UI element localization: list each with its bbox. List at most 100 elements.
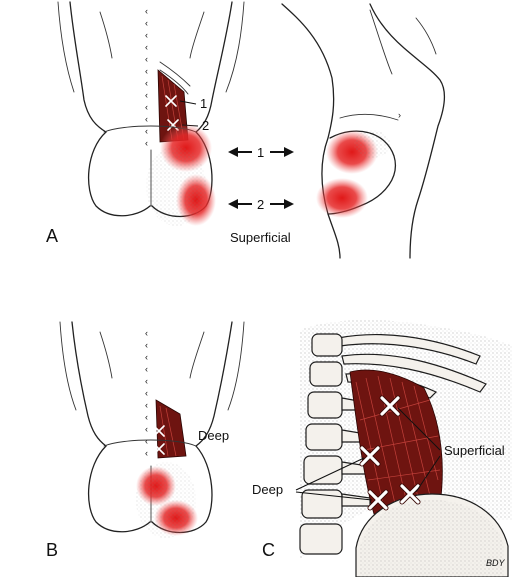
- label-deep-c: Deep: [252, 482, 283, 497]
- arrow-label-1: 1: [257, 145, 264, 160]
- arrow-label-2: 2: [257, 197, 264, 212]
- side-outline-back: [281, 3, 341, 259]
- vertebra-3: [307, 391, 343, 419]
- label-superficial-c: Superficial: [444, 443, 505, 458]
- panel-a-side-view: ›: [281, 3, 446, 259]
- side-outline-front: [369, 3, 446, 259]
- rib-1: [337, 333, 481, 365]
- muscle-fiber: [355, 381, 385, 509]
- pelvis-line-b: [103, 439, 197, 447]
- scapula-left: [99, 11, 113, 59]
- trigger-label-1: 1: [200, 96, 207, 111]
- leader-superficial-bottom: [415, 455, 441, 493]
- panel-c-anatomy: BDY: [295, 320, 512, 577]
- svg-text:‹: ‹: [145, 18, 148, 28]
- torso-outline-left-b: [71, 321, 107, 447]
- trigger-point-x-superficial-1: [379, 395, 401, 417]
- svg-text:‹: ‹: [145, 30, 148, 40]
- iliac-stipple: [360, 500, 504, 577]
- muscle-fiber: [159, 405, 169, 457]
- svg-text:‹: ‹: [145, 42, 148, 52]
- svg-text:‹: ‹: [145, 400, 148, 410]
- buttock-left-b: [87, 445, 151, 533]
- leader-deep-top: [295, 457, 365, 491]
- svg-text:‹: ‹: [145, 412, 148, 422]
- referred-pain-speckle: [146, 146, 206, 226]
- spine-a: ‹ ‹ ‹ ‹ ‹ ‹ ‹ ‹ ‹ ‹ ‹ ‹: [145, 6, 148, 148]
- svg-text:‹: ‹: [145, 388, 148, 398]
- svg-text:‹: ‹: [145, 6, 148, 16]
- panel-b-back-view: ‹ ‹ ‹ ‹ ‹ ‹ ‹ ‹ ‹ ‹ ‹: [59, 321, 245, 538]
- svg-text:‹: ‹: [145, 54, 148, 64]
- svg-text:‹: ‹: [145, 352, 148, 362]
- svg-text:‹: ‹: [145, 114, 148, 124]
- navel-mark: ›: [398, 110, 401, 120]
- muscle-fiber: [401, 381, 433, 505]
- vertebra-5: [303, 455, 343, 485]
- torso-outline-right: [195, 1, 233, 133]
- vertebra-7: [299, 523, 343, 555]
- leader-superficial-top: [397, 407, 441, 451]
- svg-text:‹: ‹: [145, 126, 148, 136]
- vertebra-1: [311, 333, 343, 357]
- panel-letter-b: B: [46, 540, 58, 560]
- trigger-point-x-1: [165, 95, 177, 107]
- svg-text:‹: ‹: [145, 66, 148, 76]
- rib-side: [415, 17, 437, 55]
- referred-pain-speckle-deep: [136, 462, 196, 538]
- caption-superficial: Superficial: [230, 230, 291, 245]
- arm-side: [369, 9, 393, 75]
- scapula-right: [189, 11, 205, 59]
- leader-deep-bottom: [295, 491, 373, 501]
- panel-letter-a: A: [46, 226, 58, 246]
- scapula-right-b: [189, 331, 205, 379]
- trigger-point-x-deep-1: [153, 425, 165, 437]
- referred-pain-speckle-side: [354, 130, 390, 158]
- vertebra-4: [305, 423, 343, 451]
- svg-text:‹: ‹: [145, 436, 148, 446]
- caption-deep: Deep: [198, 428, 229, 443]
- rib-line-2: [159, 69, 189, 95]
- arm-right-b: [227, 321, 245, 411]
- muscle-fiber: [365, 377, 397, 509]
- vertebra-6: [301, 489, 343, 519]
- buttock-left: [87, 131, 151, 217]
- arm-right: [225, 1, 245, 93]
- trigger-point-x-deep-c-1: [359, 445, 381, 467]
- trigger-point-x-superficial-2: [399, 483, 421, 505]
- svg-text:‹: ‹: [145, 448, 148, 458]
- svg-text:‹: ‹: [145, 364, 148, 374]
- referred-pain-zone-side-2: [316, 178, 368, 218]
- svg-text:‹: ‹: [145, 90, 148, 100]
- vertebra-2: [309, 361, 343, 387]
- zone-arrow-2: 2: [228, 197, 294, 212]
- muscle-fiber: [165, 407, 177, 457]
- muscle-fiber: [367, 469, 441, 481]
- arm-left-b: [59, 321, 77, 411]
- scapula-left-b: [99, 331, 113, 379]
- svg-text:‹: ‹: [145, 138, 148, 148]
- svg-text:‹: ‹: [145, 102, 148, 112]
- trigger-label-2: 2: [202, 118, 209, 133]
- zone-arrow-1: 1: [228, 145, 294, 160]
- arm-left: [57, 1, 75, 93]
- torso-outline-right-b: [195, 321, 233, 447]
- panel-a-back-view: ‹ ‹ ‹ ‹ ‹ ‹ ‹ ‹ ‹ ‹ ‹ ‹ 1 2: [57, 1, 245, 226]
- leader-1: [179, 100, 197, 105]
- spine-b: ‹ ‹ ‹ ‹ ‹ ‹ ‹ ‹ ‹ ‹ ‹: [145, 328, 148, 458]
- svg-text:‹: ‹: [145, 340, 148, 350]
- rib-line-1: [159, 61, 191, 87]
- svg-text:‹: ‹: [145, 78, 148, 88]
- artist-signature: BDY: [486, 558, 506, 568]
- trigger-point-x-deep-2: [153, 443, 165, 455]
- trigger-point-x-deep-c-2: [367, 489, 389, 511]
- panel-letter-c: C: [262, 540, 275, 560]
- svg-text:‹: ‹: [145, 328, 148, 338]
- svg-text:‹: ‹: [145, 424, 148, 434]
- torso-outline-left: [69, 1, 107, 133]
- waist-side: [339, 113, 399, 121]
- svg-text:‹: ‹: [145, 376, 148, 386]
- vertebral-column: [299, 333, 371, 555]
- rib-2: [341, 353, 487, 393]
